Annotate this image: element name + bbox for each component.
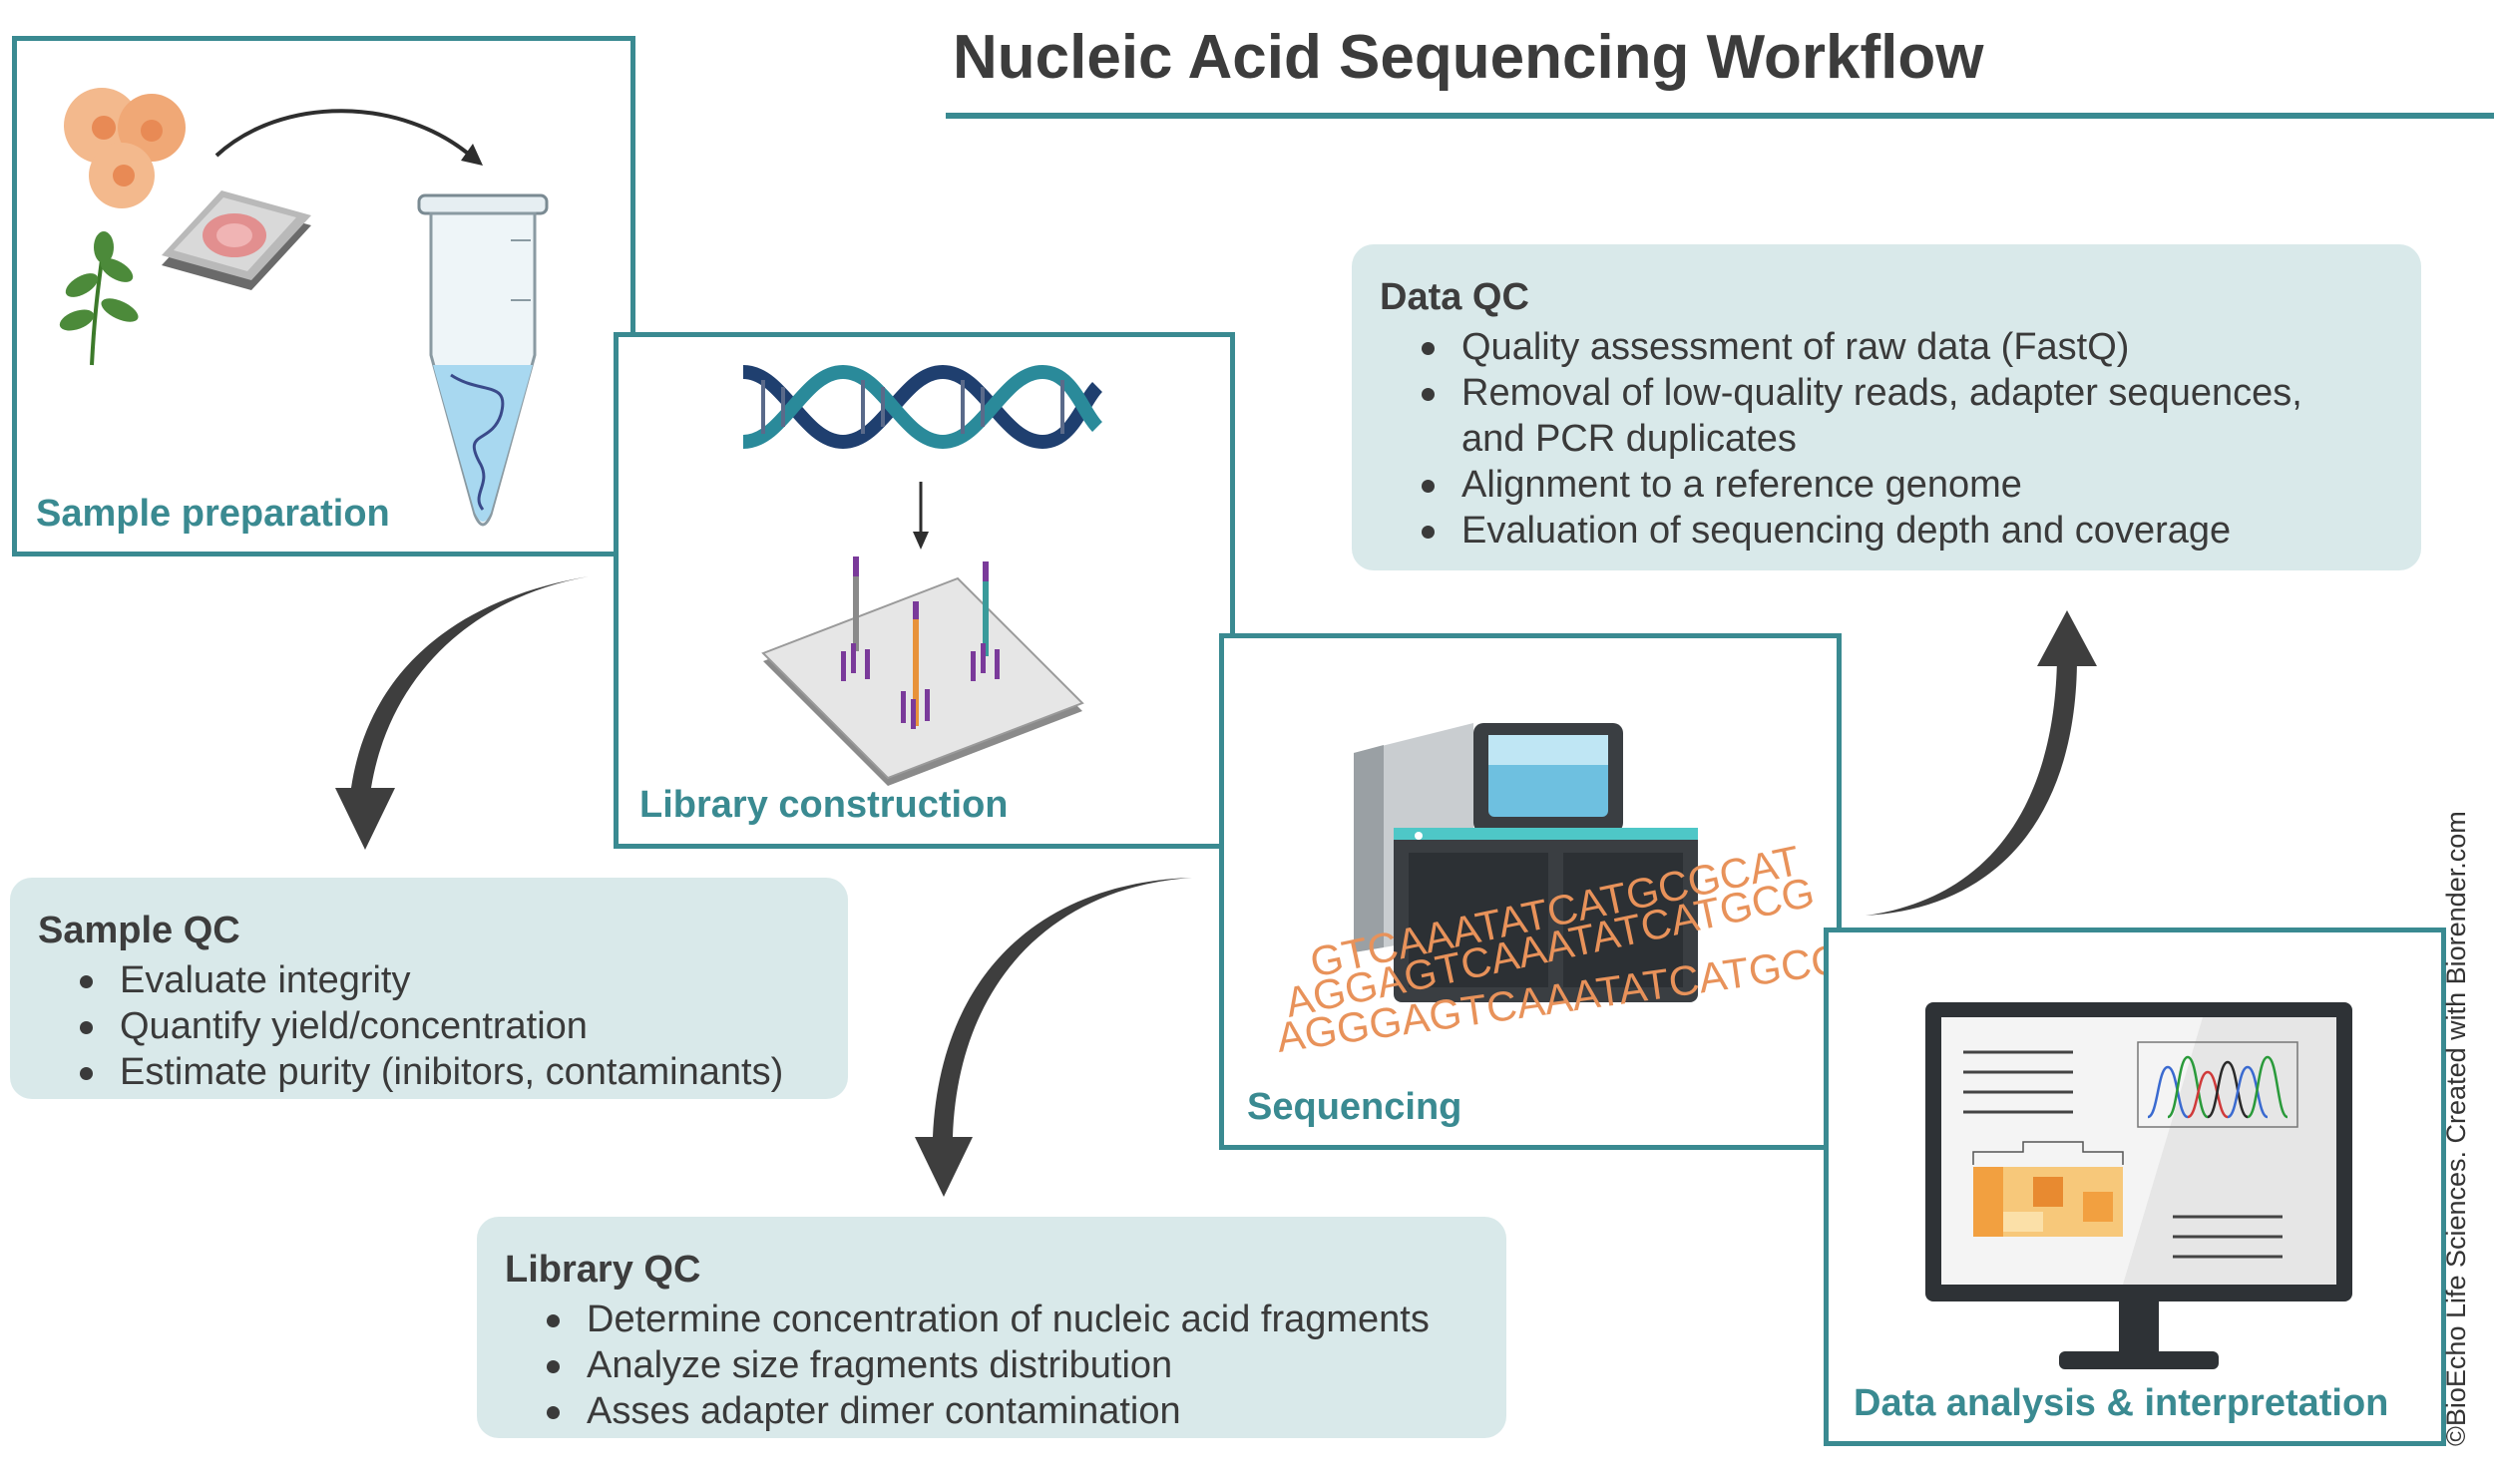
data-qc-title: Data QC	[1380, 276, 1529, 318]
flow-cell-icon	[761, 556, 1084, 786]
list-item: Estimate purity (inibitors, contaminants…	[80, 1049, 818, 1095]
list-item: Removal of low-quality reads, adapter se…	[1422, 370, 2339, 462]
plant-icon	[59, 231, 139, 366]
sample-preparation-illustration	[59, 88, 549, 527]
data-analysis-illustration	[1925, 1002, 2352, 1369]
data-qc-list: Quality assessment of raw data (FastQ) R…	[1380, 324, 2391, 554]
list-item: Determine concentration of nucleic acid …	[547, 1297, 1476, 1342]
sample-qc-box: Sample QC Evaluate integrity Quantify yi…	[10, 878, 848, 1099]
monitor-icon	[1925, 1002, 2352, 1369]
sample-qc-title: Sample QC	[38, 910, 240, 951]
data-qc-box: Data QC Quality assessment of raw data (…	[1352, 244, 2421, 570]
list-item: Asses adapter dimer contamination	[547, 1388, 1476, 1434]
sequencer-icon	[1354, 723, 1698, 1002]
library-qc-list: Determine concentration of nucleic acid …	[505, 1297, 1476, 1434]
microtube-icon	[417, 193, 549, 527]
dna-helix-icon	[742, 364, 1103, 450]
stage-label-data-analysis: Data analysis & interpretation	[1854, 1382, 2389, 1424]
list-item: Evaluation of sequencing depth and cover…	[1422, 508, 2391, 554]
list-item: Analyze size fragments distribution	[547, 1342, 1476, 1388]
stage-label-sequencing: Sequencing	[1247, 1086, 1462, 1128]
stage-label-sample-preparation: Sample preparation	[36, 493, 390, 535]
title-underline	[946, 113, 2494, 119]
stage-label-library-construction: Library construction	[639, 784, 1009, 826]
transfer-arrow	[214, 109, 475, 160]
sequencing-illustration: GTCAAATATCATGCGCAT AGGAGTCAAATATCATGCG A…	[1274, 723, 1926, 1061]
credit-text: ©BioEcho Life Sciences. Created with Bio…	[2441, 811, 2471, 1446]
cells-icon	[64, 88, 186, 208]
page-title: Nucleic Acid Sequencing Workflow	[953, 23, 1984, 92]
sample-qc-list: Evaluate integrity Quantify yield/concen…	[38, 957, 818, 1095]
list-item: Alignment to a reference genome	[1422, 462, 2391, 508]
list-item: Evaluate integrity	[80, 957, 818, 1003]
tissue-slide-icon	[162, 190, 311, 290]
list-item: Quantify yield/concentration	[80, 1003, 818, 1049]
library-construction-illustration	[742, 364, 1103, 786]
library-qc-box: Library QC Determine concentration of nu…	[477, 1217, 1506, 1438]
library-qc-title: Library QC	[505, 1249, 701, 1291]
list-item: Quality assessment of raw data (FastQ)	[1422, 324, 2391, 370]
